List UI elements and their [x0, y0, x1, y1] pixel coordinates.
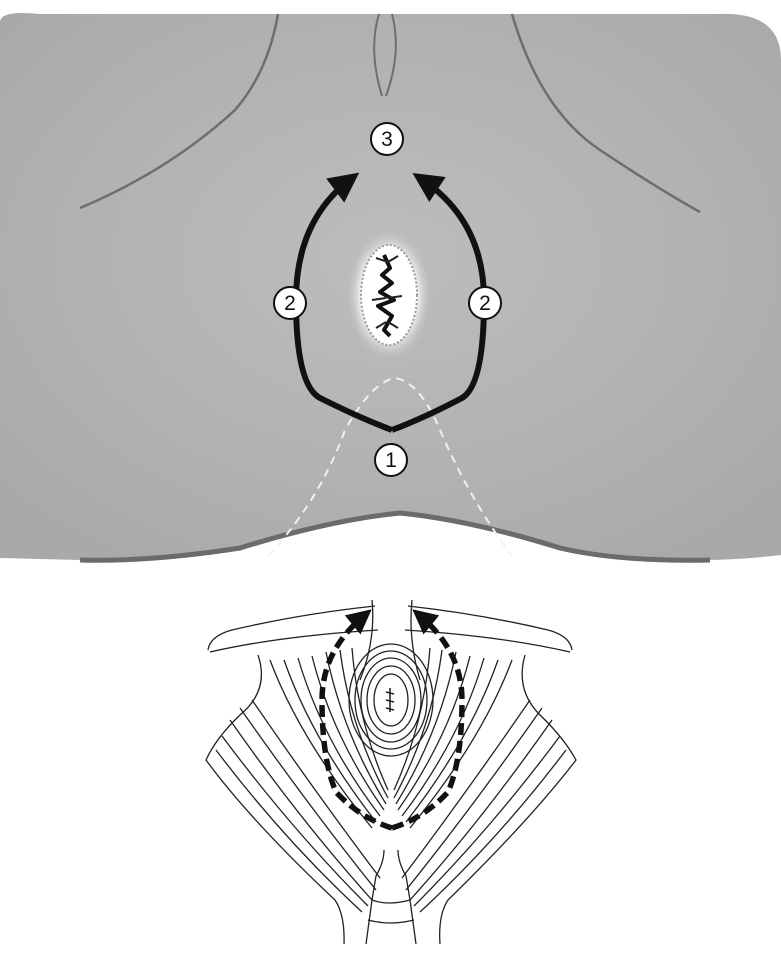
tail-structure: [372, 850, 410, 903]
step-marker-1: 1: [375, 444, 407, 476]
muscle-band-right: [405, 606, 572, 652]
step-marker-2-right: 2: [469, 287, 501, 319]
top-surface-view: 3 2 2 1: [0, 13, 781, 560]
bottom-muscle-view: [206, 600, 576, 944]
step-marker-3: 3: [371, 123, 403, 155]
step-marker-2-left: 2: [274, 287, 306, 319]
svg-text:2: 2: [479, 292, 491, 315]
svg-text:3: 3: [381, 128, 393, 151]
tail-base: [366, 900, 416, 944]
svg-text:2: 2: [284, 292, 296, 315]
sphincter-rings: [349, 644, 433, 756]
lesion-icon: [345, 227, 433, 363]
svg-text:1: 1: [385, 449, 397, 472]
